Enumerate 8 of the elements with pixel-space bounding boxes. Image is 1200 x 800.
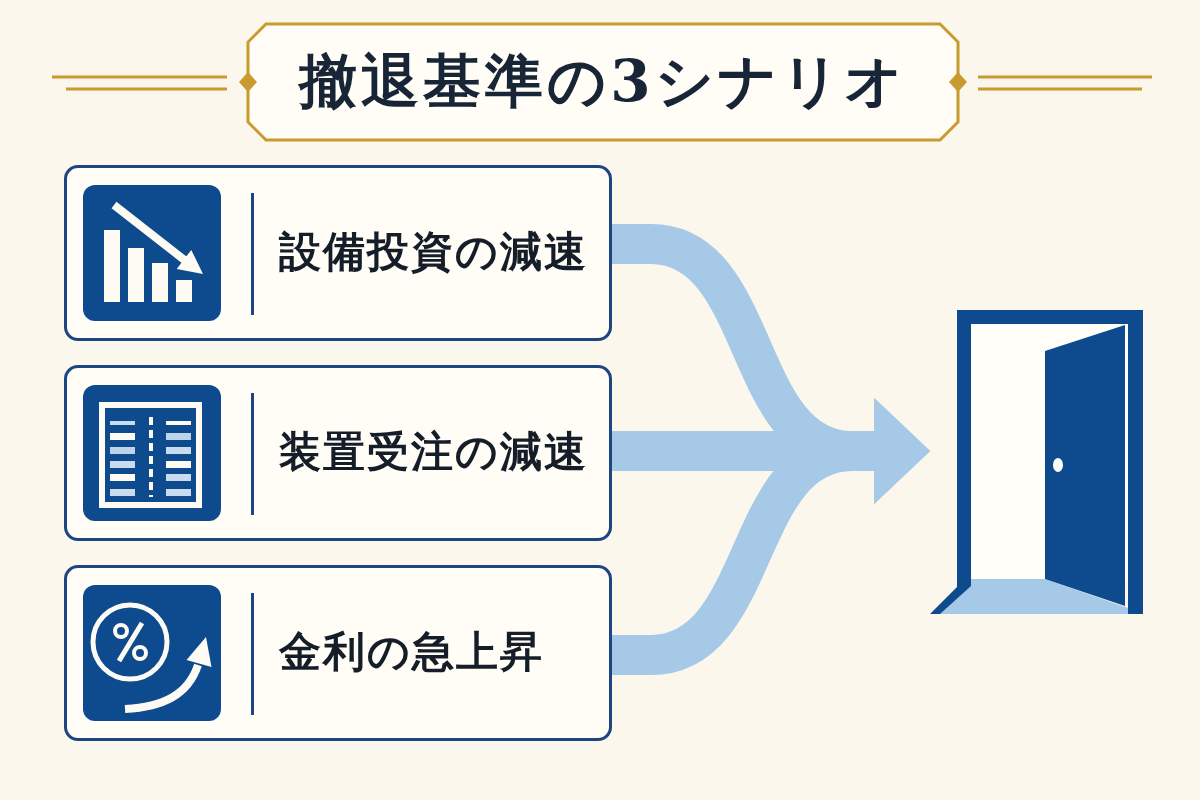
- scenario-card: [64, 565, 612, 741]
- scenario-label: 装置受注の減速: [279, 427, 588, 478]
- scenario-card: [64, 165, 612, 341]
- scenario-label: 設備投資の減速: [279, 227, 588, 278]
- door-illustration: [930, 310, 1143, 614]
- scenario-label: 金利の急上昇: [279, 627, 544, 678]
- title-banner: 撤退基準の3シナリオ: [236, 22, 970, 142]
- scenario-card: [64, 365, 612, 541]
